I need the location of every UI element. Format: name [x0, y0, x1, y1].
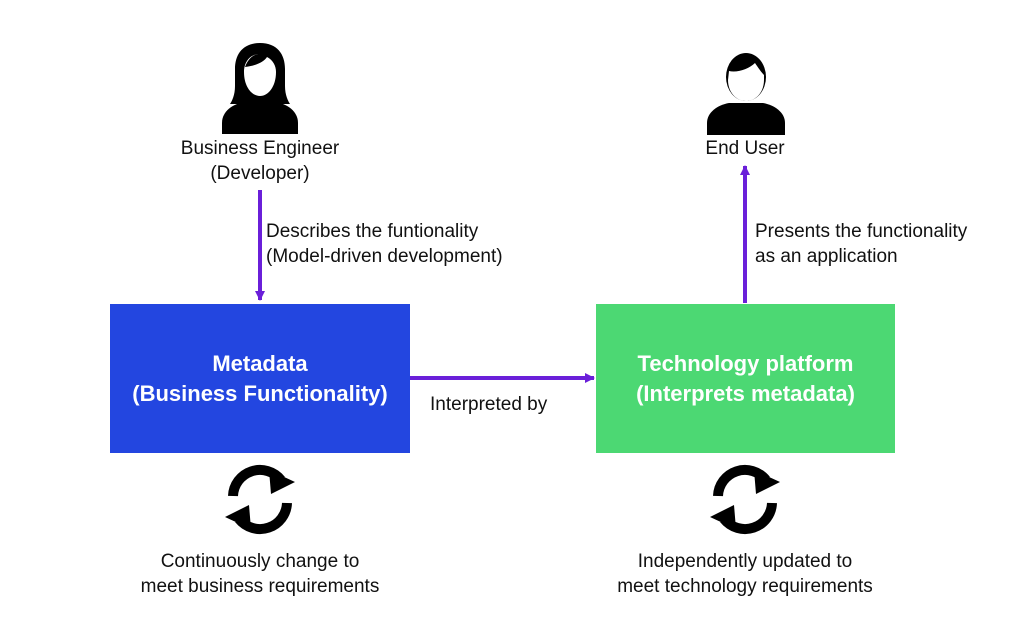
presents-label-line2: as an application: [755, 246, 898, 267]
male-person-icon: [707, 53, 785, 135]
metadata-note-line1: Continuously change to: [160, 551, 360, 572]
end-user-title: End User: [705, 138, 785, 159]
platform-note: Independently updated to meet technology…: [585, 549, 905, 599]
refresh-cycle-icon: [710, 464, 780, 535]
refresh-cycle-icon: [225, 464, 295, 535]
describes-label: Describes the funtionality (Model-driven…: [266, 219, 586, 269]
metadata-box: Metadata (Business Functionality): [110, 304, 410, 453]
interpreted-label-text: Interpreted by: [430, 394, 548, 415]
metadata-box-subtitle: (Business Functionality): [132, 380, 388, 406]
presents-label: Presents the functionality as an applica…: [755, 219, 1020, 269]
describes-label-line1: Describes the funtionality: [266, 221, 479, 242]
platform-box: Technology platform (Interprets metadata…: [596, 304, 895, 453]
platform-box-subtitle: (Interprets metadata): [636, 380, 855, 406]
developer-label: Business Engineer (Developer): [150, 136, 370, 186]
describes-label-line2: (Model-driven development): [266, 246, 503, 267]
metadata-box-title: Metadata: [212, 350, 308, 376]
end-user-label: End User: [650, 136, 840, 161]
female-person-icon: [222, 43, 298, 134]
metadata-note-line2: meet business requirements: [140, 576, 380, 597]
platform-box-title: Technology platform: [637, 350, 854, 376]
platform-note-line2: meet technology requirements: [617, 576, 873, 597]
presents-label-line1: Presents the functionality: [755, 221, 968, 242]
metadata-note: Continuously change to meet business req…: [110, 549, 410, 599]
developer-title: Business Engineer: [180, 138, 340, 159]
developer-subtitle: (Developer): [210, 163, 310, 184]
interpreted-label: Interpreted by: [430, 392, 590, 417]
platform-note-line1: Independently updated to: [637, 551, 853, 572]
